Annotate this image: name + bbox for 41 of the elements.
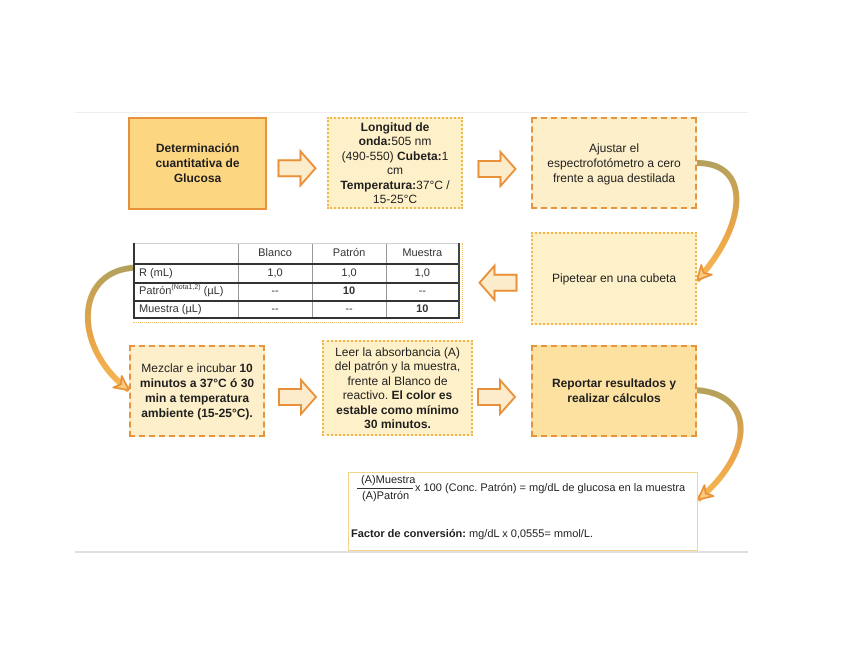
table-value: --: [238, 282, 312, 300]
table-value: --: [386, 282, 459, 300]
table-value: 1,0: [386, 264, 459, 282]
step-text: Determinación cuantitativa de Glucosa: [154, 141, 241, 186]
block-arrow: [478, 149, 517, 189]
step-text: Leer la absorbancia (A) del patrón y la muestra, frente al Blanco de reactivo. El color es estable como mínimo 30 minutos.: [334, 344, 462, 432]
table-value: 10: [386, 300, 459, 318]
column-header: Patrón: [312, 244, 386, 264]
step-text: Ajustar el espectrofotómetro a cero frente a agua destilada: [546, 140, 682, 186]
curved-arrow: [696, 387, 744, 502]
formula-numerator: (A)Muestra: [361, 474, 416, 486]
title-box: [128, 117, 267, 210]
step-text: Pipetear en una cubeta: [552, 271, 676, 286]
result-box: [531, 345, 697, 437]
step-text: Mezclar e incubar 10 minutos a 37°C ó 30 min a temperatura ambiente (15-25°C).: [138, 361, 256, 421]
table-value: 10: [312, 282, 386, 300]
table-value: 1,0: [238, 264, 312, 282]
curved-arrow: [84, 264, 134, 392]
table-value: --: [312, 300, 386, 318]
step-text: Reportar resultados y realizar cálculos: [550, 376, 678, 406]
process-box: [531, 117, 697, 209]
column-header: Blanco: [238, 244, 312, 264]
step-text: Longitud de onda:505 nm (490-550) Cubeta:1 cm Temperatura:37°C / 15-25°C: [339, 120, 451, 206]
process-box: [129, 345, 265, 437]
block-arrow: [278, 377, 318, 417]
process-box: [322, 340, 473, 436]
row-header: R (mL): [134, 264, 238, 282]
table-value: 1,0: [312, 264, 386, 282]
formula-denominator: (A)Patrón: [362, 490, 410, 503]
conversion-note: Factor de conversión: mg/dL x 0,0555= mmol/L.: [351, 528, 593, 541]
block-arrow: [477, 377, 516, 417]
block-arrow: [278, 148, 317, 188]
row-header: Muestra (µL): [134, 300, 238, 318]
block-arrow: [478, 263, 518, 302]
formula-box: [348, 472, 698, 551]
data-table: [133, 243, 463, 323]
table-value: --: [238, 300, 312, 318]
process-box: [531, 232, 697, 325]
column-header: Muestra: [386, 244, 459, 264]
parameters-box: [327, 117, 463, 209]
formula-text: x 100 (Conc. Patrón) = mg/dL de glucosa en la muestra: [415, 482, 686, 495]
